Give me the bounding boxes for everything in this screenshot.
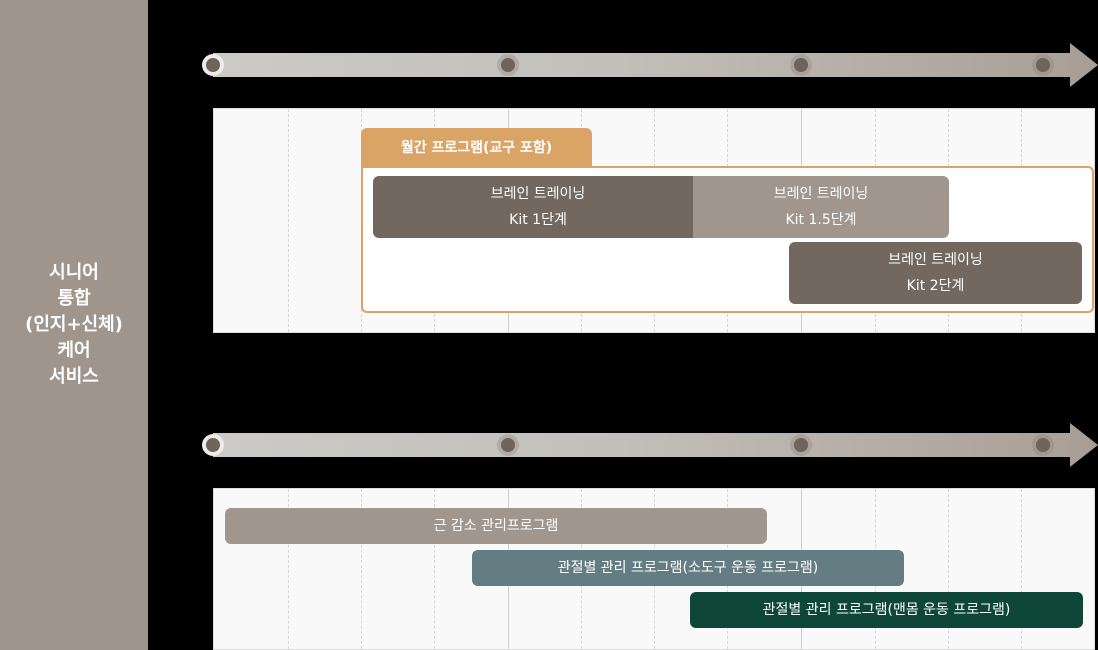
monthly-program-tab: 월간 프로그램(교구 포함): [361, 128, 592, 166]
gridline: [434, 489, 435, 649]
bar-subtitle: Kit 2단계: [906, 278, 965, 294]
timeline-marker-icon: [1032, 54, 1054, 76]
brain-training-kit15-bar: 브레인 트레이닝 Kit 1.5단계: [693, 176, 949, 238]
gridline: [948, 489, 949, 649]
gridline: [1021, 489, 1022, 649]
gridline: [288, 489, 289, 649]
sidebar: 시니어 통합 (인지+신체) 케어 서비스: [0, 0, 148, 650]
timeline-marker-icon: [497, 434, 519, 456]
timeline-marker-icon: [1032, 434, 1054, 456]
timeline-shaft: [213, 53, 1070, 77]
timeline-top: [200, 43, 1098, 87]
timeline-shaft: [213, 433, 1070, 457]
bar-label: 관절별 관리 프로그램(맨몸 운동 프로그램): [762, 602, 1011, 618]
brain-training-kit2-bar: 브레인 트레이닝 Kit 2단계: [789, 242, 1082, 304]
bar-label: 근 감소 관리프로그램: [433, 518, 559, 534]
joint-tool-exercise-bar: 관절별 관리 프로그램(소도구 운동 프로그램): [472, 550, 904, 586]
timeline-marker-icon: [202, 54, 224, 76]
timeline-marker-icon: [497, 54, 519, 76]
bar-label: 관절별 관리 프로그램(소도구 운동 프로그램): [557, 560, 819, 576]
arrow-right-icon: [1070, 43, 1098, 87]
gridline: [361, 489, 362, 649]
timeline-bottom: [200, 423, 1098, 467]
bar-subtitle: Kit 1.5단계: [785, 212, 857, 228]
service-title: 시니어 통합 (인지+신체) 케어 서비스: [25, 262, 123, 387]
brain-training-kit1-bar: 브레인 트레이닝 Kit 1단계: [373, 176, 703, 238]
muscle-loss-program-bar: 근 감소 관리프로그램: [225, 508, 767, 544]
timeline-marker-icon: [790, 434, 812, 456]
bar-subtitle: Kit 1단계: [509, 212, 567, 228]
timeline-marker-icon: [790, 54, 812, 76]
gridline: [288, 109, 289, 332]
joint-bodyweight-exercise-bar: 관절별 관리 프로그램(맨몸 운동 프로그램): [690, 592, 1083, 628]
arrow-right-icon: [1070, 423, 1098, 467]
bar-title: 브레인 트레이닝: [888, 252, 983, 268]
timeline-marker-icon: [202, 434, 224, 456]
bar-title: 브레인 트레이닝: [490, 186, 586, 202]
bar-title: 브레인 트레이닝: [773, 186, 869, 202]
